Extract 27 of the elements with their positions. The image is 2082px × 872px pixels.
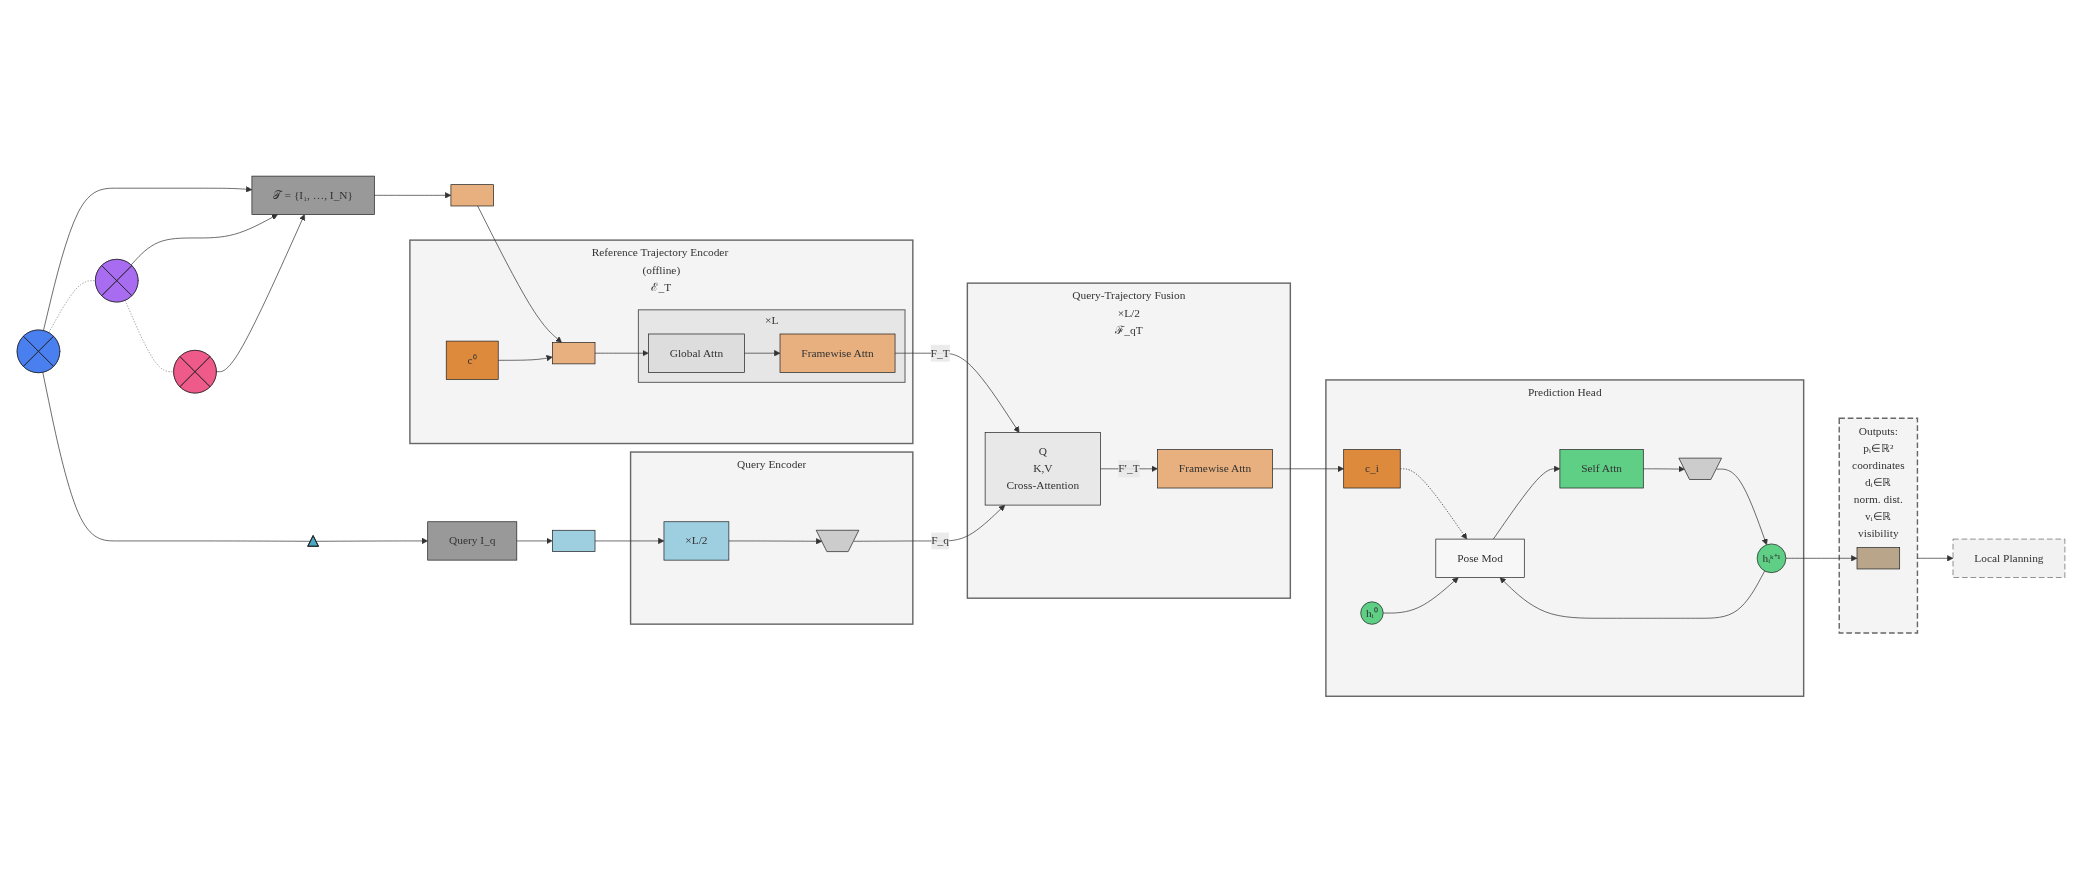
edge-label: F′_T: [1118, 462, 1140, 475]
node-box: Pose Mod: [1435, 538, 1525, 578]
node-circle: hᵢ⁰: [1360, 601, 1384, 625]
node-bar: [552, 342, 596, 365]
node-box: Framewise Attn: [1157, 449, 1273, 489]
node-circle: hᵢᵏ⁺¹: [1756, 543, 1787, 573]
node-box: Q K,V Cross-Attention: [984, 432, 1101, 506]
node-box: 𝒯 = {I₁, …, I_N}: [251, 175, 375, 215]
node-bar: [450, 184, 494, 207]
node-trapezoid: [815, 529, 860, 552]
connector: [42, 371, 312, 542]
connector: [124, 299, 174, 372]
node-box: c⁰: [445, 340, 499, 380]
cluster: Outputs: pᵢ∈ℝ² coordinates dᵢ∈ℝ norm. dist. vᵢ∈ℝ visibility: [1838, 417, 1919, 634]
edge-label: F_T: [930, 346, 950, 359]
node-box: Global Attn: [648, 333, 745, 373]
node-box: ×L/2: [663, 521, 730, 561]
edge-label: F_q: [931, 534, 949, 547]
node-bar: [552, 529, 596, 552]
node-box: Framewise Attn: [779, 333, 896, 373]
node-box: c_i: [1343, 449, 1401, 489]
node-box: Local Planning: [1952, 538, 2066, 578]
node-box: [1856, 547, 1901, 570]
node-box: Self Attn: [1559, 449, 1644, 489]
node-trapezoid: [1678, 457, 1722, 480]
node-box: Query I_q: [427, 521, 518, 561]
connector: [48, 280, 96, 333]
